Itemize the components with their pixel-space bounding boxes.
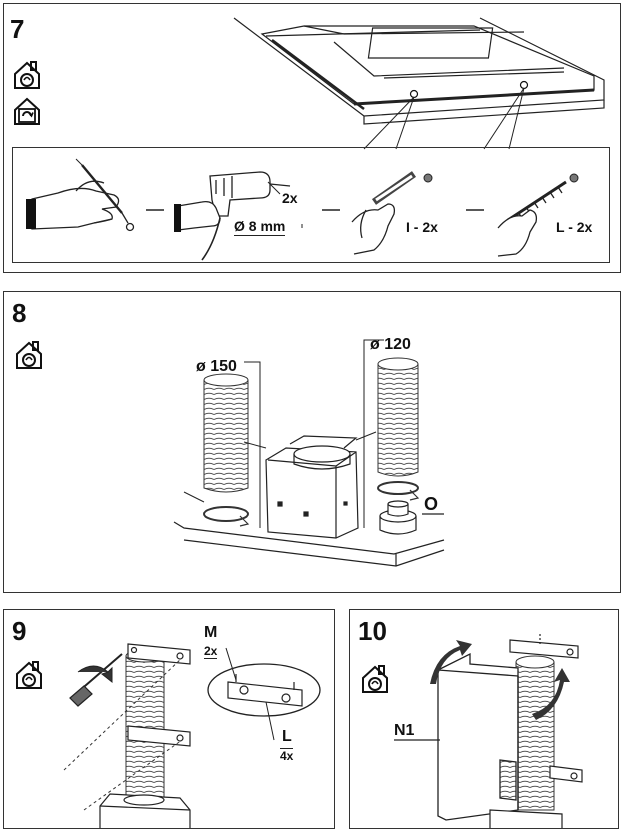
marking-pencil-illustration: [26, 158, 135, 232]
house-recirculation-icon: [14, 97, 40, 125]
drill-illustration: [174, 171, 291, 261]
plug-label: I - 2x: [406, 219, 438, 235]
part-m-count-label: 2x: [204, 644, 218, 659]
step-7-panel: 7: [3, 3, 621, 273]
part-m-label: M: [204, 624, 218, 641]
duct-large-diameter-label: ø 150: [196, 358, 237, 375]
step-number: 8: [12, 298, 27, 328]
flexible-duct-small: [377, 357, 419, 477]
chimney-label: N1: [394, 722, 415, 739]
duct-assembly-drawing: [173, 339, 445, 567]
part-l-label: L: [282, 728, 292, 745]
adapter-ring: [379, 500, 417, 535]
house-ducted-icon: [362, 665, 388, 693]
flexible-duct-large: [203, 373, 249, 493]
clamp-small: [377, 481, 419, 495]
step-number: 10: [358, 616, 387, 646]
dash-separator-3: [466, 209, 484, 211]
clamp-large: [203, 506, 249, 522]
chimney-cover: [437, 652, 519, 821]
step-9-panel: 9: [3, 609, 335, 829]
drill-count-label: 2x: [282, 190, 298, 206]
house-ducted-icon: [16, 341, 42, 369]
screw-illustration: [497, 173, 579, 257]
base-plate: [173, 521, 445, 567]
house-ducted-icon: [16, 661, 42, 689]
lift-arrow-left: [430, 640, 472, 684]
hole-marker-left: [409, 89, 419, 99]
motor-box: [99, 793, 191, 828]
part-l-count-label: 4x: [280, 748, 294, 763]
hole-marker-right: [519, 80, 529, 90]
screwdriver: [69, 653, 123, 707]
tools-box: [12, 147, 610, 263]
step-number: 7: [10, 14, 25, 44]
bracket-mounting-drawing: [63, 643, 321, 828]
step-number: 9: [12, 616, 27, 646]
chimney-install-drawing: [394, 634, 583, 828]
rotate-arrow: [77, 665, 113, 684]
dash-separator-1: [146, 209, 164, 211]
slide-arrow-right: [532, 668, 570, 720]
motor-box: [265, 435, 359, 539]
adapter-label: O: [424, 494, 439, 514]
dash-separator-2: [322, 209, 340, 211]
ceiling-hood-drawing: [233, 17, 605, 150]
wall-plug-illustration: [351, 171, 433, 255]
house-ducted-icon: [14, 61, 40, 89]
screw-label: L - 2x: [556, 219, 593, 235]
top-bracket: [509, 634, 579, 659]
step-8-panel: 8: [3, 291, 621, 593]
duct-small-diameter-label: ø 120: [370, 336, 411, 353]
drill-leader-line: [267, 181, 303, 228]
upper-bracket: [127, 643, 191, 665]
drill-diameter-label: Ø 8 mm: [234, 218, 286, 236]
step-10-panel: 10: [349, 609, 619, 829]
lower-bracket: [127, 725, 191, 747]
